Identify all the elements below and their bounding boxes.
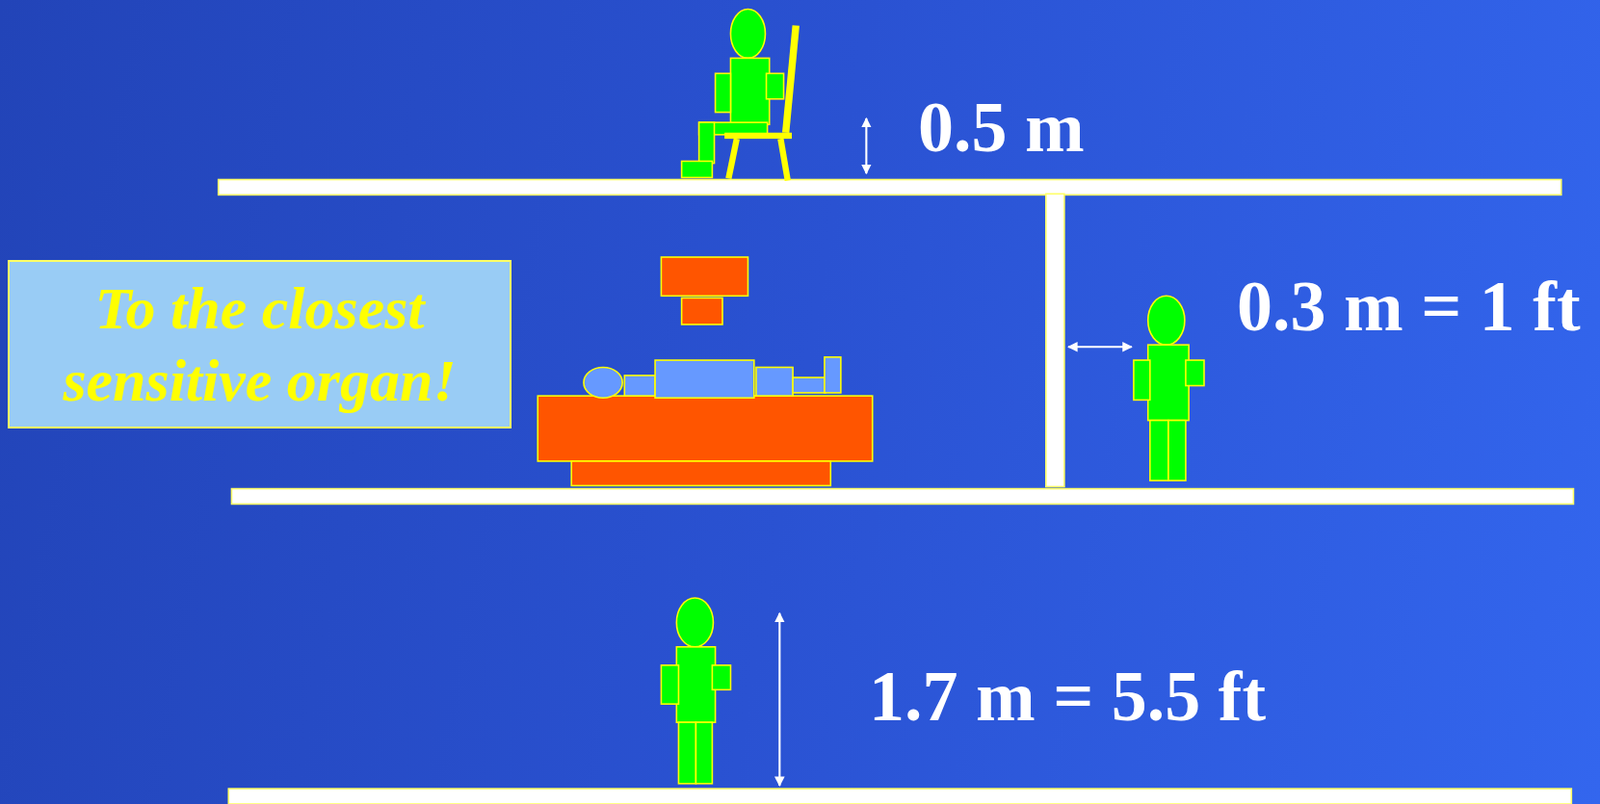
dimension-arrow xyxy=(778,613,781,787)
dimension-label: 0.5 m xyxy=(918,91,1085,163)
note-text: To the closest sensitive organ! xyxy=(9,272,510,417)
dimension-label: 1.7 m = 5.5 ft xyxy=(868,660,1266,733)
xray-room xyxy=(537,257,872,486)
seated-person xyxy=(681,9,797,182)
wall xyxy=(1046,193,1065,487)
dimension-arrow xyxy=(1068,345,1132,348)
standing-person xyxy=(1133,295,1205,481)
floor xyxy=(231,489,1574,505)
floor xyxy=(228,788,1572,804)
floor xyxy=(218,179,1562,195)
dimension-arrow xyxy=(865,118,867,174)
dimension-label: 0.3 m = 1 ft xyxy=(1236,270,1581,342)
standing-person xyxy=(660,598,731,785)
note-box: To the closest sensitive organ! xyxy=(7,260,512,429)
